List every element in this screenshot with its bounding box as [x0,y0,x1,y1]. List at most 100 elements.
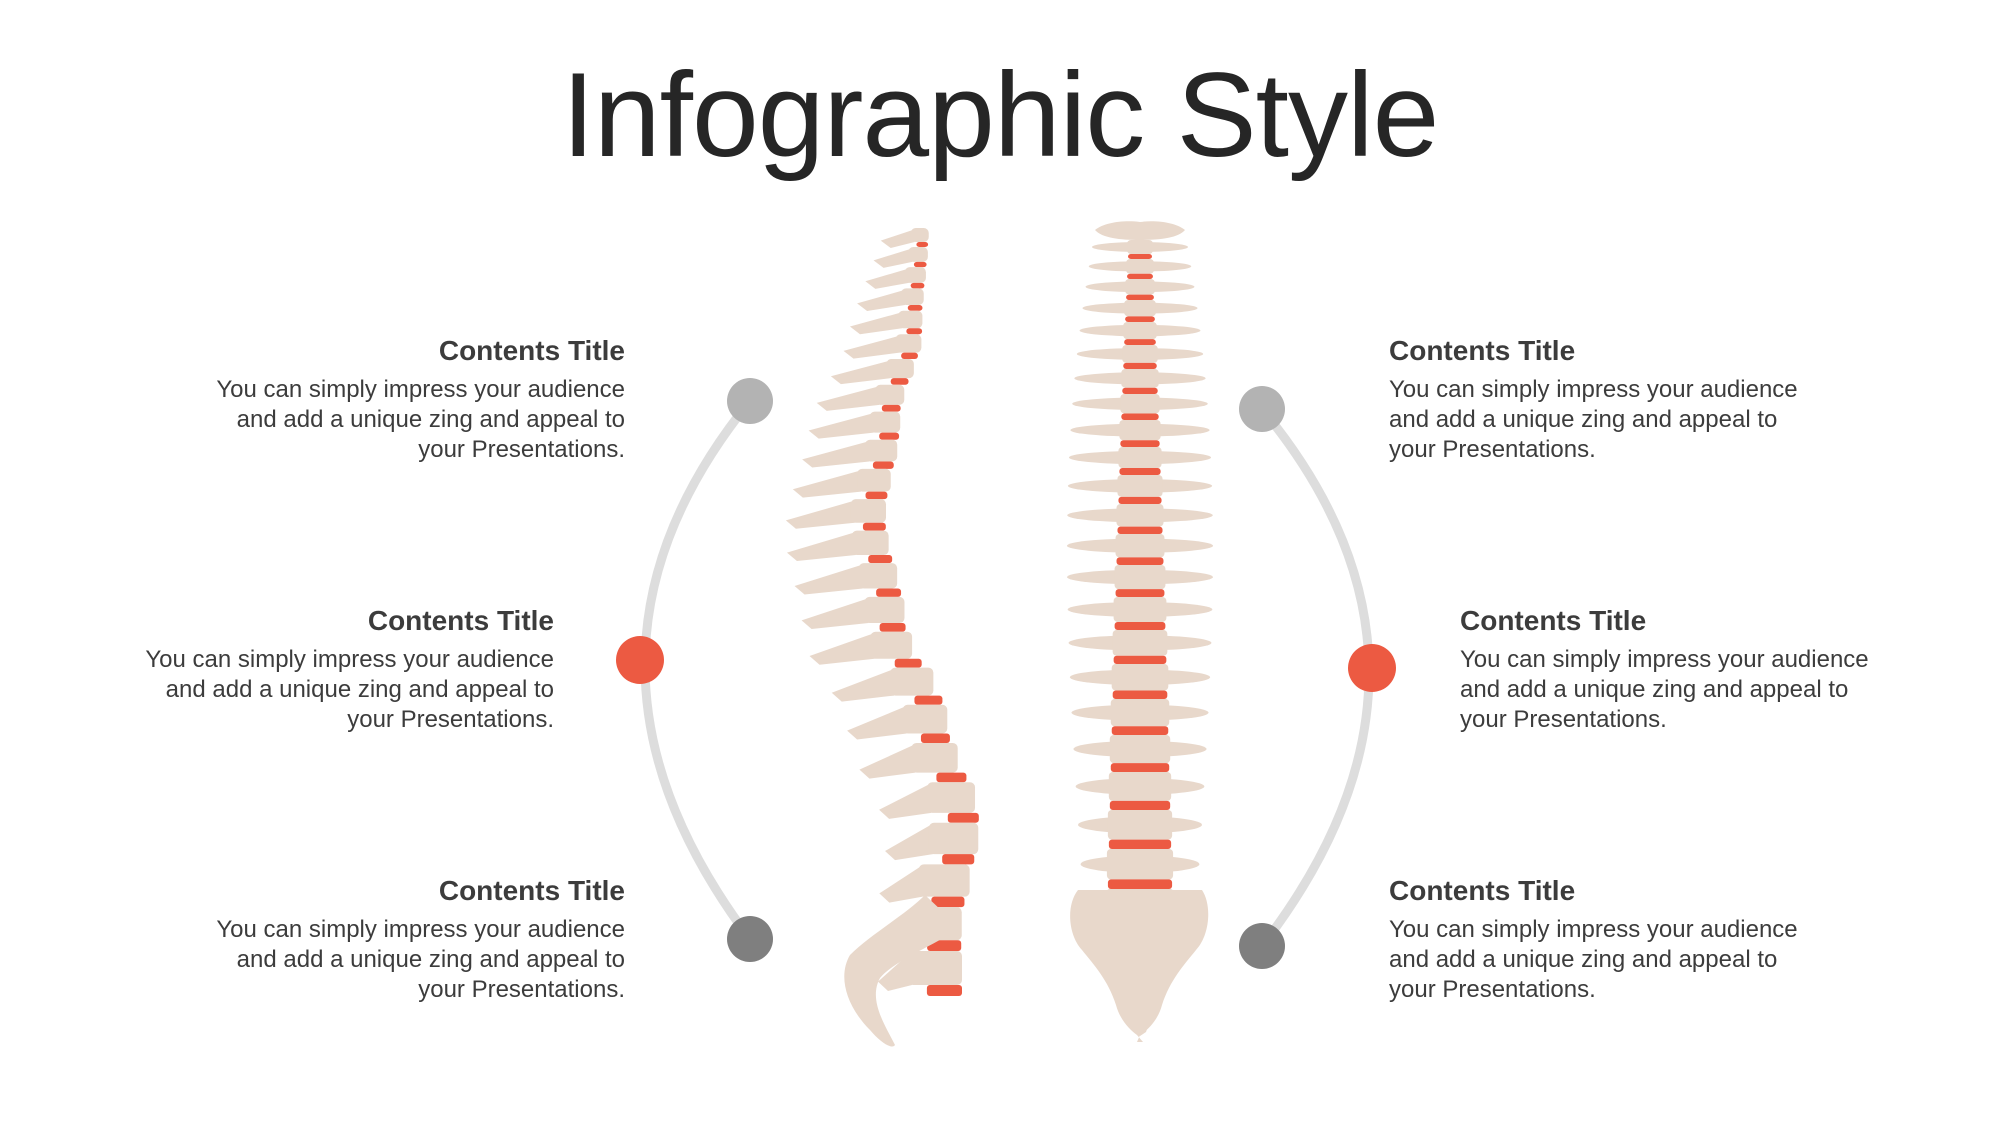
content-block-right-middle: Contents Title You can simply impress yo… [1460,603,1930,735]
vertebra-body [1124,300,1156,317]
vertebra-body [870,631,913,659]
vertebral-disc [1116,557,1164,565]
description-line: You can simply impress your audience [1389,916,1798,943]
description-line: You can simply impress your audience [145,646,554,673]
vertebra-spinous-process [809,633,875,665]
content-title: Contents Title [438,875,625,906]
vertebra-body [908,247,928,262]
vertebra-body [1114,565,1166,590]
vertebra-body [1110,699,1170,727]
vertebral-disc [901,352,918,359]
vertebral-disc [914,695,943,705]
vertebra-body [886,358,914,379]
vertebral-disc [1115,589,1165,597]
description-line: You can simply impress your audience [1460,646,1869,673]
vertebral-disc [1107,879,1173,889]
vertebra-spinous-process [879,866,923,903]
vertebral-disc [1112,690,1168,699]
description-line: You can simply impress your audience [1389,376,1798,403]
vertebra-spinous-process [831,669,895,702]
vertebra-body [1106,849,1174,880]
vertebra-body [851,530,889,556]
vertebral-disc [910,282,925,289]
vertebral-disc [926,985,962,996]
vertebra-body [864,596,905,624]
vertebra-spinous-process [843,336,900,359]
vertebral-disc [1121,413,1159,420]
vertebra-spinous-process [808,413,874,439]
vertebra-body [858,563,898,589]
vertebra-body [857,468,891,492]
vertebral-disc [1111,726,1169,735]
vertebral-disc [865,491,888,500]
vertebra-spinous-process [859,744,916,779]
vertebral-disc [872,461,894,469]
vertebral-disc [862,522,886,531]
vertebral-disc [879,623,906,632]
vertebra-spinous-process [865,269,909,289]
vertebra-body [1121,369,1159,388]
vertebra-spinous-process [885,824,933,861]
vertebral-disc [1122,387,1158,394]
description-line: and add a unique zing and appeal to [165,676,554,703]
content-description: You can simply impress your audience and… [1389,915,1859,1005]
vertebral-disc [1127,273,1153,279]
vertebra-body [1108,772,1172,801]
description-line: your Presentations. [1389,976,1596,1003]
vertebra-body [904,267,926,283]
content-block-right-bottom: Contents Title You can simply impress yo… [1389,873,1859,1005]
vertebra-spinous-process [878,953,912,991]
vertebra-body [1109,735,1171,764]
vertebral-disc [1124,339,1156,345]
vertebral-disc [1128,254,1152,259]
vertebral-disc [894,658,922,668]
description-line: your Presentations. [1460,706,1667,733]
vertebral-disc [906,328,923,335]
vertebra-body [1122,345,1158,363]
vertebra-spinous-process [794,565,863,595]
content-title: Contents Title [1389,875,1576,906]
description-line: your Presentations. [347,706,554,733]
vertebra-body [850,499,887,523]
vertebra-body [910,228,929,242]
vertebral-disc [1109,800,1171,810]
vertebral-disc [1119,468,1161,475]
vertebra-body [1113,597,1167,622]
vertebral-disc [1114,621,1166,630]
content-title: Contents Title [1389,335,1576,366]
vertebra-spinous-process [847,706,907,740]
vertebra-spinous-process [849,312,903,335]
content-description: You can simply impress your audience and… [155,375,625,465]
vertebra-body [1116,504,1164,527]
content-description: You can simply impress your audience and… [84,645,554,735]
description-line: You can simply impress your audience [216,376,625,403]
dot-right-bottom [1239,923,1285,969]
vertebra-body [898,310,923,329]
sacrum-front [1070,890,1209,1042]
vertebral-disc [1113,655,1167,664]
vertebra-body [869,411,901,433]
description-line: and add a unique zing and appeal to [236,946,625,973]
description-line: your Presentations. [418,976,625,1003]
description-line: your Presentations. [1389,436,1596,463]
vertebra-body [1118,447,1162,469]
dot-left-middle [616,636,664,684]
vertebral-disc [942,854,975,865]
vertebra-spinous-process [880,230,915,248]
vertebral-disc [890,378,909,385]
vertebra-spinous-process [873,249,913,268]
vertebra-body [1112,630,1168,656]
content-block-left-top: Contents Title You can simply impress yo… [155,333,625,465]
vertebra-spinous-process [830,360,891,385]
vertebra-body [911,742,958,773]
vertebral-disc [881,404,901,412]
vertebra-spinous-process [786,532,856,562]
content-description: You can simply impress your audience and… [155,915,625,1005]
vertebra-body [927,782,976,813]
vertebra-body [1120,394,1160,414]
description-line: and add a unique zing and appeal to [1460,676,1849,703]
vertebra-body [1123,322,1157,340]
vertebra-body [918,864,970,897]
atlas-front [1095,221,1185,240]
vertebral-disc [1125,316,1155,322]
